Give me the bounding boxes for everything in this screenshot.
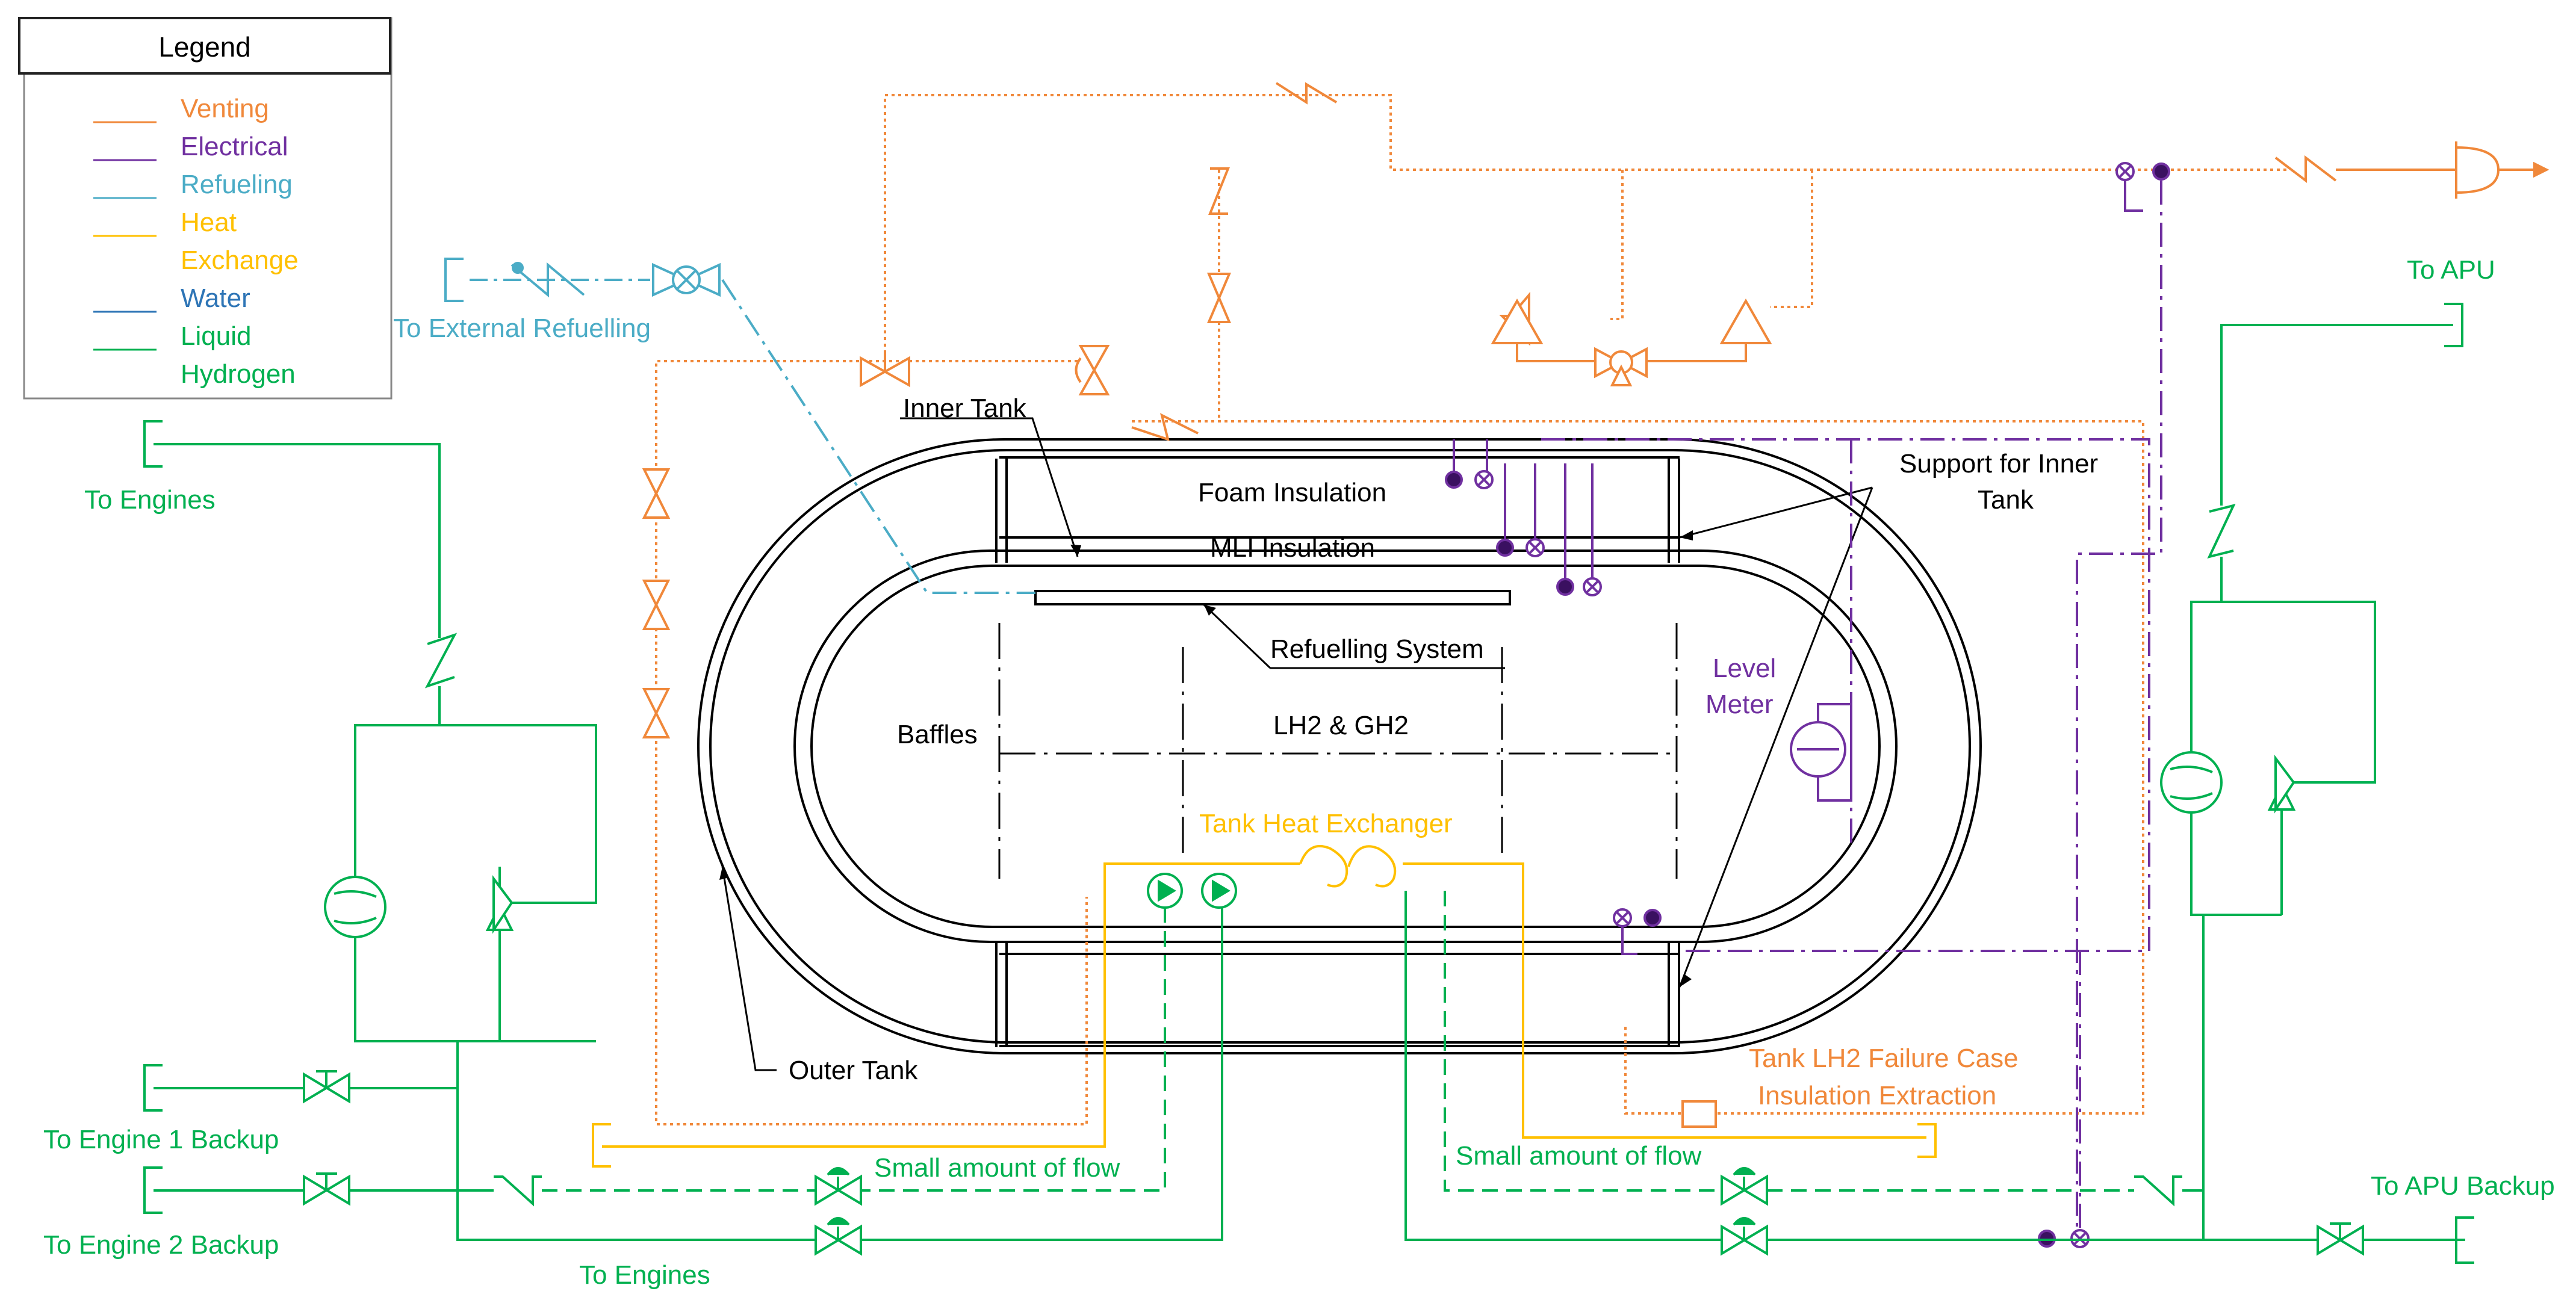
check-valve-icon <box>494 1175 542 1207</box>
gate-valve-icon <box>1721 1174 1768 1206</box>
hydrogen-lines <box>143 303 2474 1264</box>
legend-item-label: Electrical <box>181 132 288 161</box>
legend-item-label: Heat <box>181 208 237 237</box>
gate-valve-icon <box>642 688 671 738</box>
gate-valve-icon <box>642 468 671 519</box>
tank-heat-exchanger-label: Tank Heat Exchanger <box>1199 809 1453 838</box>
venting-lines <box>655 94 2288 1125</box>
legend-item-label: Liquid <box>181 321 251 351</box>
baffles <box>998 623 1678 879</box>
extraction-box-icon <box>1681 1100 1717 1128</box>
outer-tank-shell-inner <box>709 449 1971 1044</box>
labels: Inner Tank Foam Insulation MLI Insulatio… <box>43 255 2555 1290</box>
callout-lines <box>721 417 1873 1071</box>
gate-valve-icon <box>815 1174 862 1206</box>
gate-valve-icon <box>303 1174 350 1206</box>
refueling-lines <box>444 258 1035 594</box>
tank-structure <box>697 417 1982 1071</box>
to-engine-1-backup-label: To Engine 1 Backup <box>43 1125 279 1154</box>
pump-icon <box>2160 751 2223 814</box>
inner-tank-shell-outer <box>793 549 1898 943</box>
legend-item-label: Hydrogen <box>181 359 296 389</box>
failure-case-label-1: Tank LH2 Failure Case <box>1749 1044 2019 1073</box>
to-external-refuelling-label: To External Refuelling <box>393 314 651 343</box>
legend-frame <box>23 17 393 400</box>
check-valve-icon <box>2274 155 2337 184</box>
sensor-icon <box>2152 162 2170 181</box>
support-inner-tank-label-2: Tank <box>1978 485 2034 515</box>
to-engine-2-backup-label: To Engine 2 Backup <box>43 1230 279 1260</box>
to-engines-bottom-label: To Engines <box>579 1260 710 1290</box>
inner-tank-label: Inner Tank <box>903 394 1027 423</box>
legend: Legend VentingElectricalRefuelingHeatExc… <box>18 17 393 400</box>
check-valve-icon <box>2207 504 2236 559</box>
gate-valve-icon <box>303 1072 350 1104</box>
legend-title-box <box>18 17 391 75</box>
refuelling-system-bar <box>1034 590 1511 605</box>
legend-title: Legend <box>158 31 251 63</box>
gate-valve-icon <box>1206 273 1232 323</box>
heat-exchanger-icon <box>1299 845 1397 888</box>
check-valve-icon <box>424 633 458 689</box>
check-valve-icon <box>1275 82 1338 105</box>
support-inner-tank-label-1: Support for Inner <box>1899 449 2098 478</box>
inner-tank-shell-inner <box>810 565 1881 928</box>
refuelling-system-label: Refuelling System <box>1270 634 1484 664</box>
legend-items: VentingElectricalRefuelingHeatExchangeWa… <box>93 94 299 389</box>
level-meter-label-1: Level <box>1713 654 1776 683</box>
relief-valve-icon <box>1719 298 1772 344</box>
sensor-icon <box>1556 578 1574 596</box>
small-flow-right-label: Small amount of flow <box>1456 1141 1702 1171</box>
mli-insulation-label: MLI Insulation <box>1210 533 1375 563</box>
sensor-icon <box>1643 909 1662 927</box>
small-flow-left-label: Small amount of flow <box>874 1153 1120 1183</box>
legend-item-label: Venting <box>181 94 269 123</box>
to-apu-backup-label: To APU Backup <box>2371 1171 2555 1201</box>
sensor-icon <box>1496 539 1514 557</box>
gate-valve-icon <box>1721 1224 1768 1256</box>
pump-icon <box>324 876 386 938</box>
level-meter-label-2: Meter <box>1705 690 1773 719</box>
failure-case-label-2: Insulation Extraction <box>1758 1081 1996 1110</box>
sensor-icon <box>1445 471 1463 489</box>
outer-tank-label: Outer Tank <box>789 1056 918 1085</box>
control-valve-icon <box>1078 345 1110 395</box>
electrical-lines <box>1541 181 2162 1234</box>
gate-valve-icon <box>815 1224 862 1256</box>
electrical-sensors <box>1445 162 2170 1248</box>
outer-tank-shell-outer <box>697 438 1982 1054</box>
lh2-gh2-label: LH2 & GH2 <box>1273 711 1409 740</box>
legend-item-label: Water <box>181 283 250 313</box>
gate-valve-icon <box>2317 1224 2364 1256</box>
check-valve-icon <box>1208 167 1230 215</box>
inner-tank-support <box>995 459 1680 1047</box>
baffles-label: Baffles <box>897 720 978 749</box>
legend-item-label: Refueling <box>181 170 293 199</box>
foam-insulation-label: Foam Insulation <box>1198 478 1386 507</box>
venting-components <box>642 82 2550 1128</box>
gate-valve-icon <box>642 580 671 630</box>
to-engines-top-label: To Engines <box>84 485 216 515</box>
heat-exchange-lines <box>592 845 1937 1168</box>
vent-outlet-icon <box>2455 141 2500 199</box>
control-valve-icon <box>860 356 910 388</box>
check-valve-icon <box>511 262 585 298</box>
check-valve-icon <box>2134 1175 2182 1207</box>
legend-item-label: Exchange <box>181 246 299 275</box>
to-apu-label: To APU <box>2407 255 2495 285</box>
